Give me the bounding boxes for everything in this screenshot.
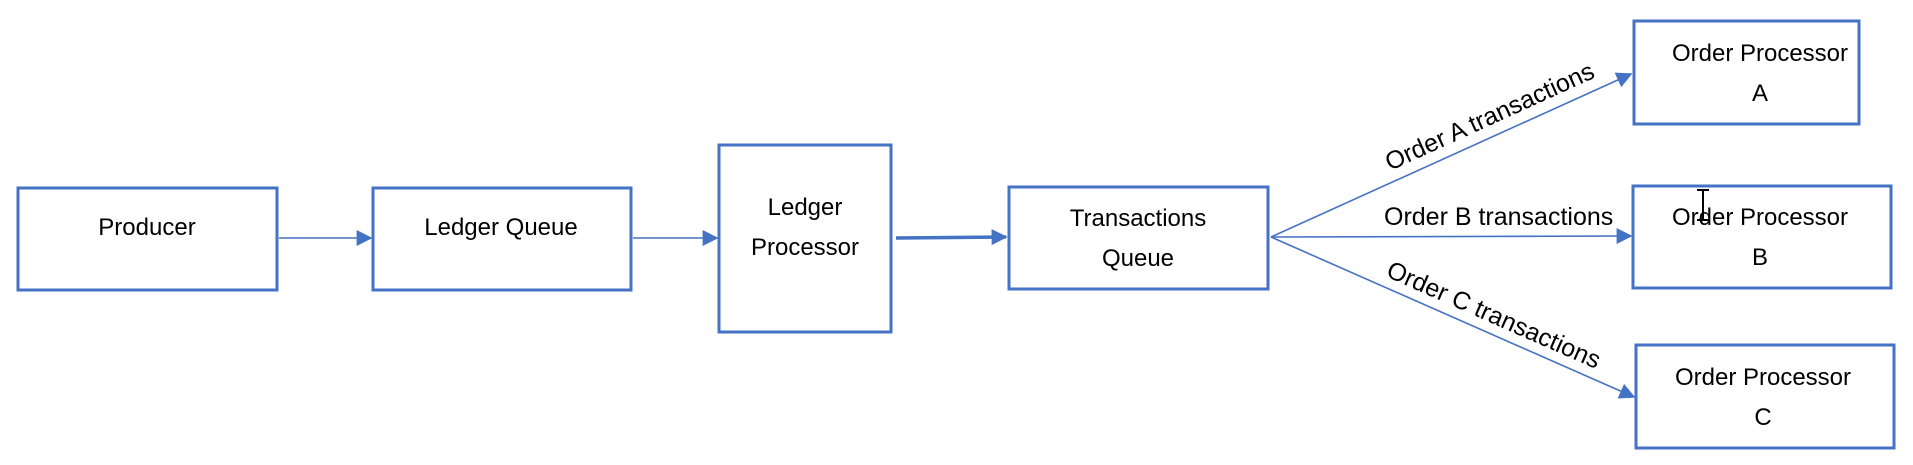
edge-label-order-a: Order A transactions — [1381, 57, 1599, 176]
node-order-processor-b: Order Processor B — [1631, 184, 1893, 290]
edge-ledger-processor-to-transactions-queue — [895, 229, 1008, 246]
node-order-processor-c-label-line2: C — [1754, 404, 1771, 431]
edge-to-order-processor-c — [1270, 236, 1636, 399]
node-order-processor-b-label-line2: B — [1752, 244, 1768, 271]
node-order-processor-b-label-line1: Order Processor — [1672, 204, 1848, 231]
node-ledger-queue: Ledger Queue — [371, 186, 633, 292]
node-ledger-processor: Ledger Processor — [717, 143, 893, 334]
node-transactions-queue-label-line2: Queue — [1102, 245, 1174, 272]
node-transactions-queue: Transactions Queue — [1007, 185, 1270, 291]
node-order-processor-a-label-line1: Order Processor — [1672, 40, 1848, 67]
node-producer: Producer — [16, 186, 279, 292]
edge-label-order-b: Order B transactions — [1384, 203, 1613, 231]
node-order-processor-a: Order Processor A — [1632, 19, 1861, 126]
node-order-processor-c-label-line1: Order Processor — [1675, 364, 1851, 391]
edge-to-order-processor-a — [1270, 72, 1633, 238]
node-order-processor-a-label-line2: A — [1752, 80, 1768, 107]
edge-to-order-processor-b — [1270, 228, 1633, 245]
edge-label-order-c: Order C transactions — [1383, 256, 1605, 375]
node-producer-label: Producer — [98, 214, 195, 241]
node-ledger-processor-label-line1: Ledger — [768, 194, 843, 221]
node-ledger-queue-label: Ledger Queue — [424, 214, 577, 241]
node-transactions-queue-label-line1: Transactions — [1070, 205, 1207, 232]
node-order-processor-c: Order Processor C — [1634, 343, 1896, 450]
text-cursor-icon — [1697, 189, 1709, 221]
node-ledger-processor-label-line2: Processor — [751, 234, 859, 261]
